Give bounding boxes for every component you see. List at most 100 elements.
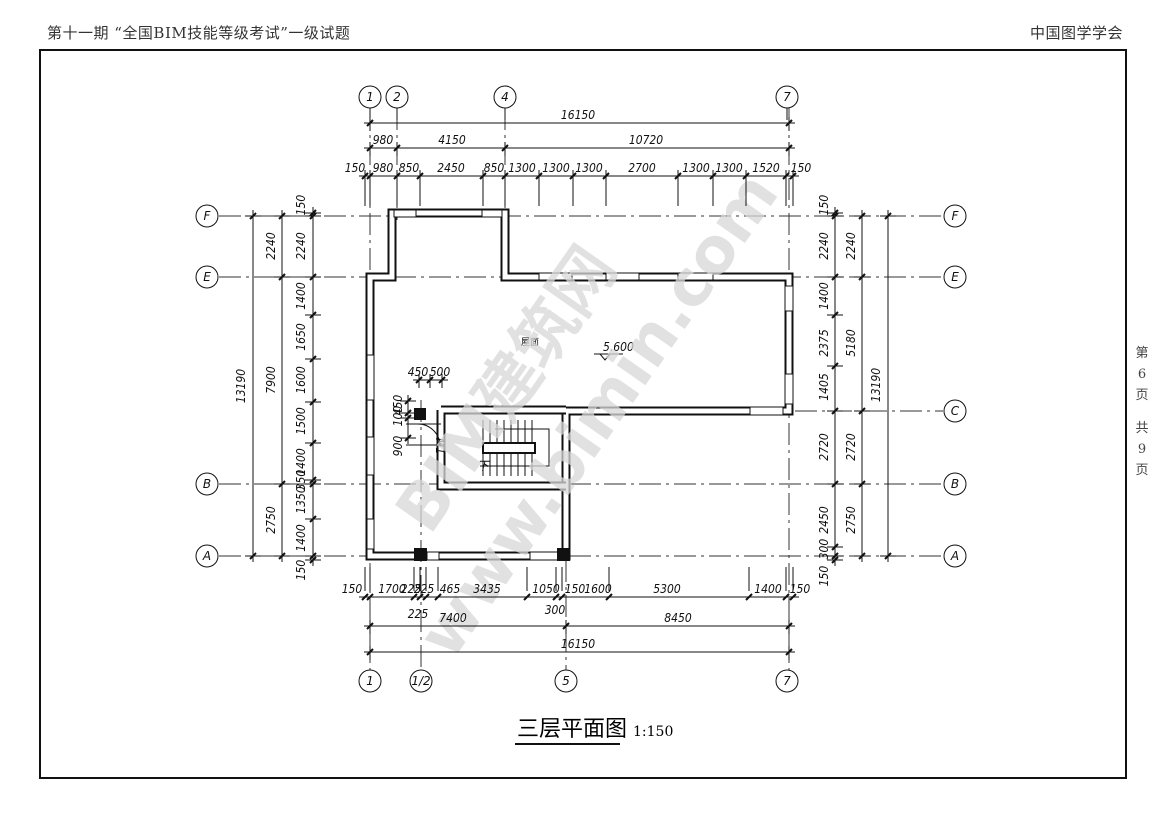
axis-bubble-left: B [195,472,219,496]
axis-label: B [951,477,959,491]
bottom-detail-dimension: 150 [565,582,586,596]
axis-bubble-right: F [943,204,967,228]
top-detail-dimension: 150 [791,161,812,175]
top-overall-dimension: 16150 [561,108,595,122]
total-pages: 9 [1137,442,1147,457]
top-detail-dimension: 980 [373,161,394,175]
top-detail-dimension: 850 [399,161,420,175]
bottom-detail-dimension: 150 [790,582,811,596]
dimension-tick [361,593,369,601]
right-detail-dimension: 2375 [817,329,831,357]
total-char: 共 [1135,421,1149,436]
elevation-marker-icon [594,353,623,361]
bottom-detail-dimension: 225 [401,582,422,596]
dimension-tick [416,593,424,601]
bottom-extra-dimension: 225 [408,607,429,621]
axis-label: 1 [366,90,374,104]
staircase [480,420,550,476]
axis-bubble-left: F [195,204,219,228]
bottom-axis-dimension: 7400 [439,611,467,625]
axis-bubble-bottom: 5 [554,669,578,693]
dimension-tick [410,593,418,601]
windows [366,209,794,561]
dimension-tick [523,593,531,601]
top-detail-dimension: 1300 [508,161,536,175]
top-detail-dimension: 1300 [542,161,570,175]
right-axis-dimension: 2720 [844,433,858,461]
bottom-detail-dimension: 150 [342,582,363,596]
bottom-detail-dimension: 1400 [754,582,782,596]
left-detail-dimension: 150 [294,560,308,581]
top-detail-dimension: 1300 [715,161,743,175]
axis-bubble-right: B [943,472,967,496]
right-axis-dimension: 2750 [844,506,858,534]
left-overall-dimension: 13190 [234,369,248,403]
dimension-tick [558,593,566,601]
right-axis-dimension: 2240 [844,232,858,260]
organization-header: 中国图学学会 [1030,24,1124,42]
page-number: 6 [1137,367,1147,382]
drawing-frame [39,49,1127,779]
left-detail-dimension: 1600 [294,366,308,394]
dimension-tick [434,593,442,601]
page-char: 第 [1135,346,1149,361]
axis-label: E [203,270,211,284]
bottom-detail-dimension: 225 [414,582,435,596]
axis-label: 4 [501,90,509,104]
axis-bubble-right: E [943,265,967,289]
right-detail-dimension: 1400 [817,282,831,310]
axis-label: 7 [783,674,791,688]
axis-label: A [950,549,959,563]
dimension-tick [605,593,613,601]
axis-label: 1/2 [411,674,430,688]
room-label-roof: 屋面 [521,337,539,348]
axis-bubble-right: A [943,544,967,568]
left-axis-dimension: 7900 [264,366,278,394]
top-detail-dimension: 2450 [437,161,465,175]
left-detail-dimension: 350 [294,470,308,491]
axis-label: 1 [366,674,374,688]
right-detail-dimension: 2240 [817,232,831,260]
dimension-tick [789,593,797,601]
axis-bubble-left: A [195,544,219,568]
dimension-tick [745,593,753,601]
top-detail-dimension: 150 [345,161,366,175]
page-char: 页 [1135,388,1149,403]
page-indicator: 第 6 页 共 9 页 [1133,343,1151,481]
axis-label: E [951,270,959,284]
stair-vertical-dimension: 450 [391,395,405,416]
axis-bubble-top: 7 [775,85,799,109]
axis-bubble-top: 1 [358,85,382,109]
stair-vertical-dimension: 100 [391,406,405,427]
left-detail-dimension: 1400 [294,282,308,310]
left-axis-dimension: 2750 [264,506,278,534]
stair-horizontal-dimension: 450 [408,365,429,379]
top-axis-dimension: 4150 [438,133,466,147]
right-detail-dimension: 150 [817,566,831,587]
walls [365,208,794,561]
left-detail-dimension: 1400 [294,524,308,552]
right-detail-dimension: 300 [817,539,831,560]
left-detail-dimension: 1400 [294,448,308,476]
bottom-detail-dimension: 3435 [473,582,501,596]
top-detail-dimension: 1300 [682,161,710,175]
right-overall-dimension: 13190 [869,368,883,402]
bottom-detail-dimension: 1050 [532,582,560,596]
axis-bubble-top: 4 [493,85,517,109]
top-detail-dimension: 850 [484,161,505,175]
axis-bubble-right: C [943,399,967,423]
stair-vertical-dimension: 900 [391,436,405,457]
bottom-detail-dimension: 5300 [653,582,681,596]
axis-bubble-bottom: 1 [358,669,382,693]
right-detail-dimension: 150 [817,195,831,216]
elevation-label: 5.600 [603,340,634,354]
drawing-scale: 1:150 [633,724,673,740]
axis-label: 2 [393,90,401,104]
dimension-tick [552,593,560,601]
left-detail-dimension: 1350 [294,486,308,514]
left-detail-dimension: 1650 [294,323,308,351]
drawing-title: 三层平面图 [517,717,627,742]
dimension-tick [366,593,374,601]
right-axis-dimension: 5180 [844,329,858,357]
axis-label: F [952,209,960,223]
